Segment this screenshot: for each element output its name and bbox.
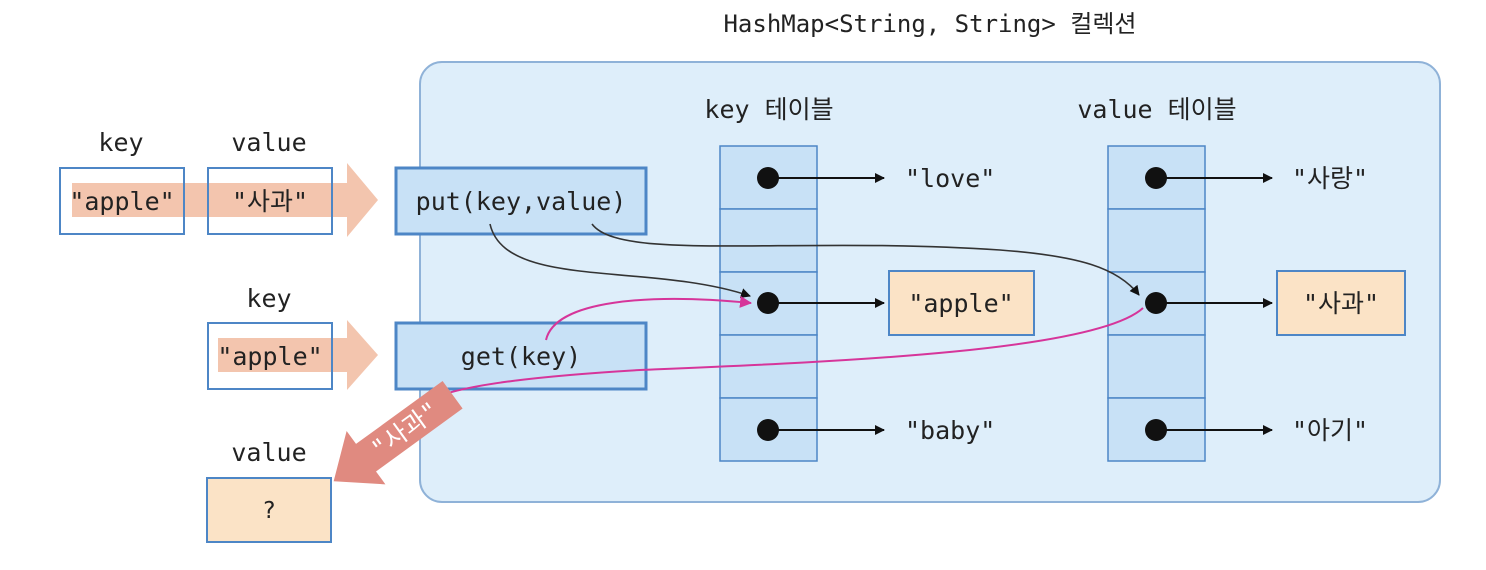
put-key-curve <box>489 223 751 298</box>
get-result-value: ? <box>262 498 276 524</box>
put-method-label: put(key,value) <box>416 187 627 216</box>
key-entry-apple: "apple" <box>908 289 1013 318</box>
value-table-label: value 테이블 <box>1077 95 1236 124</box>
put-input-arrow <box>72 163 378 237</box>
put-value-label: value <box>231 128 306 157</box>
get-return-curve <box>435 307 1144 399</box>
get-key-box <box>207 322 333 390</box>
get-key-label: key <box>246 284 291 313</box>
key-table-cell <box>719 208 818 273</box>
value-entry-apple: "사과" <box>1303 289 1379 318</box>
value-table <box>1107 145 1206 462</box>
value-entry-love: "사랑" <box>1292 164 1368 193</box>
put-key-box <box>59 167 185 235</box>
get-method-box <box>394 321 648 391</box>
value-entry-baby: "아기" <box>1292 416 1368 445</box>
put-value-value: "사과" <box>232 187 308 216</box>
get-result-box <box>206 477 332 543</box>
get-value-label: value <box>231 438 306 467</box>
diagram-title: HashMap<String, String> 컬렉션 <box>723 10 1136 38</box>
get-lookup-curve <box>545 295 752 341</box>
put-method-box <box>394 166 648 236</box>
get-method-label: get(key) <box>461 342 581 371</box>
key-entry-apple-box <box>888 270 1035 336</box>
put-value-curve <box>591 223 1140 296</box>
value-entry-apple-box <box>1276 270 1406 336</box>
put-value-box <box>207 167 333 235</box>
key-entry-love: "love" <box>905 164 995 193</box>
key-table <box>719 145 818 462</box>
get-input-arrow <box>218 320 378 390</box>
key-table-label: key 테이블 <box>704 95 833 124</box>
put-key-label: key <box>98 128 143 157</box>
get-key-value: "apple" <box>217 342 322 371</box>
put-key-value: "apple" <box>69 187 174 216</box>
value-table-cell <box>1107 208 1206 273</box>
key-entry-baby: "baby" <box>905 416 995 445</box>
value-table-cell <box>1107 334 1206 399</box>
